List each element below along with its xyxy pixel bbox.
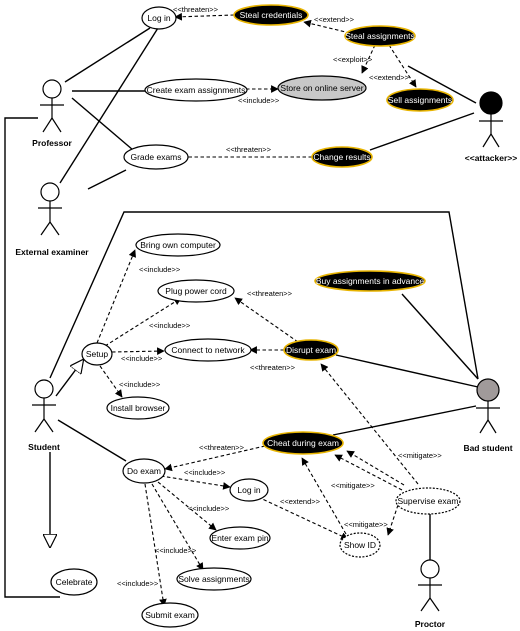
svg-text:Disrupt exam: Disrupt exam bbox=[286, 345, 336, 355]
actor-head bbox=[420, 559, 440, 579]
misuse-case-steal-credentials[interactable]: Steal credentials bbox=[233, 4, 309, 26]
use-case-connect-to-network[interactable]: Connect to network bbox=[164, 338, 252, 362]
label-include-pin: <<include>> bbox=[188, 504, 230, 513]
use-case-supervise-exam[interactable]: Supervise exam bbox=[395, 487, 461, 515]
label-threaten-login: <<threaten>> bbox=[173, 5, 219, 14]
svg-text:Submit exam: Submit exam bbox=[145, 610, 195, 620]
use-case-setup[interactable]: Setup bbox=[81, 342, 113, 366]
label-include-solve: <<include>> bbox=[155, 546, 197, 555]
svg-text:Buy assignments in advance: Buy assignments in advance bbox=[316, 276, 424, 286]
actor-proctor[interactable] bbox=[418, 559, 442, 612]
label-threaten-connect: <<threaten>> bbox=[250, 363, 296, 372]
svg-text:Supervise exam: Supervise exam bbox=[398, 496, 459, 506]
actor-head bbox=[34, 379, 54, 399]
misuse-case-steal-assignments[interactable]: Steal assignments bbox=[344, 25, 416, 47]
label-mitigate-showid: <<mitigate>> bbox=[344, 520, 388, 529]
label-mitigate-cheat2: <<mitigate>> bbox=[398, 451, 442, 460]
svg-text:Setup: Setup bbox=[86, 349, 108, 359]
misuse-case-buy-assignments[interactable]: Buy assignments in advance bbox=[314, 270, 426, 292]
use-case-install-browser[interactable]: Install browser bbox=[106, 396, 170, 420]
label-include-store: <<include>> bbox=[238, 96, 280, 105]
actor-head bbox=[479, 91, 503, 115]
actor-label-attacker: <<attacker>> bbox=[465, 153, 517, 163]
actor-external-examiner[interactable] bbox=[38, 182, 62, 236]
svg-text:Solve assignments: Solve assignments bbox=[178, 574, 249, 584]
relation-labels: <<threaten>> <<extend>> <<exploit>> <<ex… bbox=[117, 5, 442, 588]
actor-student[interactable] bbox=[32, 379, 56, 433]
label-threaten-plug: <<threaten>> bbox=[247, 289, 293, 298]
actor-attacker[interactable] bbox=[479, 91, 503, 148]
label-extend-showid: <<extend>> bbox=[280, 497, 321, 506]
label-include-connect: <<include>> bbox=[121, 354, 163, 363]
actor-label-proctor: Proctor bbox=[415, 619, 446, 629]
use-case-bring-own-computer[interactable]: Bring own computer bbox=[135, 233, 221, 257]
actor-label-bad-student: Bad student bbox=[463, 443, 512, 453]
label-include-login2: <<include>> bbox=[184, 468, 226, 477]
label-mitigate-cheat: <<mitigate>> bbox=[331, 481, 375, 490]
svg-text:Enter exam pin: Enter exam pin bbox=[211, 533, 268, 543]
misuse-case-change-results[interactable]: Change results bbox=[311, 146, 373, 168]
svg-text:Plug power cord: Plug power cord bbox=[165, 286, 227, 296]
svg-text:Create exam assignments: Create exam assignments bbox=[147, 85, 246, 95]
svg-text:Do exam: Do exam bbox=[127, 466, 161, 476]
use-case-show-id[interactable]: Show ID bbox=[339, 532, 381, 558]
svg-text:Cheat during exam: Cheat during exam bbox=[267, 438, 339, 448]
svg-text:Show ID: Show ID bbox=[344, 540, 376, 550]
use-case-login-top[interactable]: Log in bbox=[141, 6, 177, 30]
use-case-enter-exam-pin[interactable]: Enter exam pin bbox=[209, 526, 271, 550]
use-case-store-on-online-server[interactable]: Store on online server bbox=[277, 75, 367, 101]
svg-text:Sell assignments: Sell assignments bbox=[388, 95, 452, 105]
use-case-submit-exam[interactable]: Submit exam bbox=[141, 602, 199, 628]
label-exploit: <<exploit>> bbox=[333, 55, 373, 64]
label-include-bring: <<include>> bbox=[139, 265, 181, 274]
label-include-install: <<include>> bbox=[119, 380, 161, 389]
actor-label-student: Student bbox=[28, 442, 60, 452]
label-threaten-doexam: <<threaten>> bbox=[199, 443, 245, 452]
use-case-do-exam[interactable]: Do exam bbox=[122, 458, 166, 484]
associations bbox=[4, 27, 479, 598]
svg-text:Steal assignments: Steal assignments bbox=[345, 31, 414, 41]
svg-text:Change results: Change results bbox=[313, 152, 370, 162]
misuse-case-disrupt-exam[interactable]: Disrupt exam bbox=[283, 339, 339, 361]
actor-bad-student[interactable] bbox=[476, 378, 500, 434]
label-extend-sell: <<extend>> bbox=[369, 73, 410, 82]
use-case-solve-assignments[interactable]: Solve assignments bbox=[176, 567, 252, 591]
actor-label-external-examiner: External examiner bbox=[15, 247, 89, 257]
svg-text:Steal credentials: Steal credentials bbox=[240, 10, 303, 20]
svg-text:Connect to network: Connect to network bbox=[171, 345, 245, 355]
label-extend-steal-cred: <<extend>> bbox=[314, 15, 355, 24]
label-threaten-grade: <<threaten>> bbox=[226, 145, 272, 154]
dependencies bbox=[96, 12, 419, 607]
use-case-plug-power-cord[interactable]: Plug power cord bbox=[157, 279, 235, 303]
svg-text:Store on online server: Store on online server bbox=[280, 83, 363, 93]
misuse-case-sell-assignments[interactable]: Sell assignments bbox=[386, 88, 454, 112]
use-case-celebrate[interactable]: Celebrate bbox=[50, 568, 98, 596]
actor-label-professor: Professor bbox=[32, 138, 72, 148]
actor-head bbox=[40, 182, 60, 202]
svg-text:Log in: Log in bbox=[237, 485, 260, 495]
actor-professor[interactable] bbox=[40, 79, 64, 133]
svg-text:Grade exams: Grade exams bbox=[130, 152, 181, 162]
label-include-submit: <<include>> bbox=[117, 579, 159, 588]
actor-head bbox=[476, 378, 500, 402]
svg-text:Bring own computer: Bring own computer bbox=[140, 240, 216, 250]
actor-head bbox=[42, 79, 62, 99]
svg-text:Log in: Log in bbox=[147, 13, 170, 23]
misuse-case-cheat-during-exam[interactable]: Cheat during exam bbox=[262, 431, 344, 455]
svg-text:Install browser: Install browser bbox=[111, 403, 166, 413]
svg-text:Celebrate: Celebrate bbox=[56, 577, 93, 587]
use-case-grade-exams[interactable]: Grade exams bbox=[123, 144, 189, 170]
label-include-plug: <<include>> bbox=[149, 321, 191, 330]
use-case-create-exam-assignments[interactable]: Create exam assignments bbox=[144, 78, 248, 102]
use-case-log-in-exam[interactable]: Log in bbox=[229, 478, 269, 502]
